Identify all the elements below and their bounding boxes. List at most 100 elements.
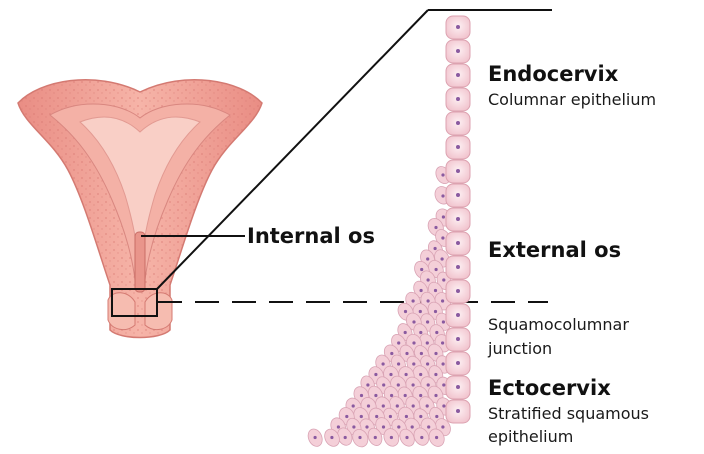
cell-nucleus xyxy=(456,265,460,269)
cell-nucleus xyxy=(456,97,460,101)
cell-nucleus xyxy=(456,289,460,293)
cell-nucleus xyxy=(412,404,415,407)
cell-nucleus xyxy=(435,415,438,418)
cell-nucleus xyxy=(420,436,423,439)
cell-nucleus xyxy=(441,257,444,260)
cell-nucleus xyxy=(420,268,423,271)
cell-nucleus xyxy=(434,394,437,397)
cell-nucleus xyxy=(412,383,415,386)
cell-nucleus xyxy=(442,278,445,281)
cell-nucleus xyxy=(442,383,445,386)
cell-nucleus xyxy=(330,436,333,439)
ectocervix-title: Ectocervix xyxy=(488,376,611,400)
cell-nucleus xyxy=(411,425,414,428)
cell-nucleus xyxy=(419,310,422,313)
cell-nucleus xyxy=(435,436,438,439)
cell-nucleus xyxy=(367,404,370,407)
cell-nucleus xyxy=(382,383,385,386)
cell-nucleus xyxy=(427,299,430,302)
cell-nucleus xyxy=(456,361,460,365)
stratified-squamous-cells xyxy=(306,164,455,449)
cell-nucleus xyxy=(456,25,460,29)
cell-nucleus xyxy=(441,173,444,176)
cell-nucleus xyxy=(434,310,437,313)
cervical-canal xyxy=(135,232,145,292)
cell-nucleus xyxy=(434,373,437,376)
cell-nucleus xyxy=(456,217,460,221)
cell-nucleus xyxy=(456,121,460,125)
cell-nucleus xyxy=(382,404,385,407)
cell-nucleus xyxy=(397,362,400,365)
cell-nucleus xyxy=(366,383,369,386)
cell-nucleus xyxy=(427,383,430,386)
cell-nucleus xyxy=(390,352,393,355)
cell-nucleus xyxy=(434,247,437,250)
internal-os-label: Internal os xyxy=(247,224,375,248)
cell-nucleus xyxy=(352,404,355,407)
cell-nucleus xyxy=(420,289,423,292)
cell-nucleus xyxy=(456,145,460,149)
columnar-cells xyxy=(446,16,470,423)
cell-nucleus xyxy=(435,331,438,334)
cell-nucleus xyxy=(441,425,444,428)
cell-nucleus xyxy=(442,404,445,407)
cell-nucleus xyxy=(404,394,407,397)
cell-nucleus xyxy=(374,394,377,397)
cell-nucleus xyxy=(389,373,392,376)
cell-nucleus xyxy=(360,415,363,418)
cell-nucleus xyxy=(412,341,415,344)
cell-nucleus xyxy=(396,404,399,407)
cell-nucleus xyxy=(456,385,460,389)
cell-nucleus xyxy=(426,362,429,365)
cell-nucleus xyxy=(405,352,408,355)
uterus-illustration xyxy=(18,80,262,338)
cell-nucleus xyxy=(412,362,415,365)
cell-nucleus xyxy=(456,241,460,245)
cell-nucleus xyxy=(412,320,415,323)
cell-nucleus xyxy=(375,415,378,418)
cell-nucleus xyxy=(456,337,460,341)
cell-nucleus xyxy=(360,394,363,397)
endocervix-description: Columnar epithelium xyxy=(488,91,656,109)
cell-nucleus xyxy=(441,194,444,197)
cell-nucleus xyxy=(397,425,400,428)
cell-nucleus xyxy=(382,425,385,428)
cell-nucleus xyxy=(434,352,437,355)
cell-nucleus xyxy=(456,313,460,317)
cell-nucleus xyxy=(426,320,429,323)
cell-nucleus xyxy=(441,299,444,302)
cell-nucleus xyxy=(345,415,348,418)
cell-nucleus xyxy=(419,394,422,397)
cell-nucleus xyxy=(419,415,422,418)
cell-nucleus xyxy=(405,373,408,376)
cell-nucleus xyxy=(374,436,377,439)
cell-nucleus xyxy=(404,310,407,313)
cell-nucleus xyxy=(434,289,437,292)
junction-label-line2: junction xyxy=(488,340,552,358)
cell-nucleus xyxy=(365,425,368,428)
junction-label-line1: Squamocolumnar xyxy=(488,316,629,334)
cell-nucleus xyxy=(426,257,429,260)
cell-nucleus xyxy=(405,415,408,418)
cell-nucleus xyxy=(427,278,430,281)
cell-nucleus xyxy=(442,320,445,323)
cell-nucleus xyxy=(427,425,430,428)
cell-nucleus xyxy=(426,341,429,344)
cell-nucleus xyxy=(397,341,400,344)
endocervix-title: Endocervix xyxy=(488,62,618,86)
ectocervix-description-line1: Stratified squamous xyxy=(488,405,649,423)
cell-nucleus xyxy=(337,425,340,428)
cell-nucleus xyxy=(314,436,317,439)
cell-nucleus xyxy=(374,373,377,376)
cell-nucleus xyxy=(456,73,460,77)
cell-nucleus xyxy=(456,49,460,53)
cell-nucleus xyxy=(419,373,422,376)
cell-nucleus xyxy=(390,436,393,439)
cell-nucleus xyxy=(405,436,408,439)
cell-nucleus xyxy=(389,415,392,418)
ectocervix-description-line2: epithelium xyxy=(488,428,573,446)
cell-nucleus xyxy=(456,193,460,197)
cell-nucleus xyxy=(419,331,422,334)
cell-nucleus xyxy=(382,362,385,365)
cell-nucleus xyxy=(344,436,347,439)
